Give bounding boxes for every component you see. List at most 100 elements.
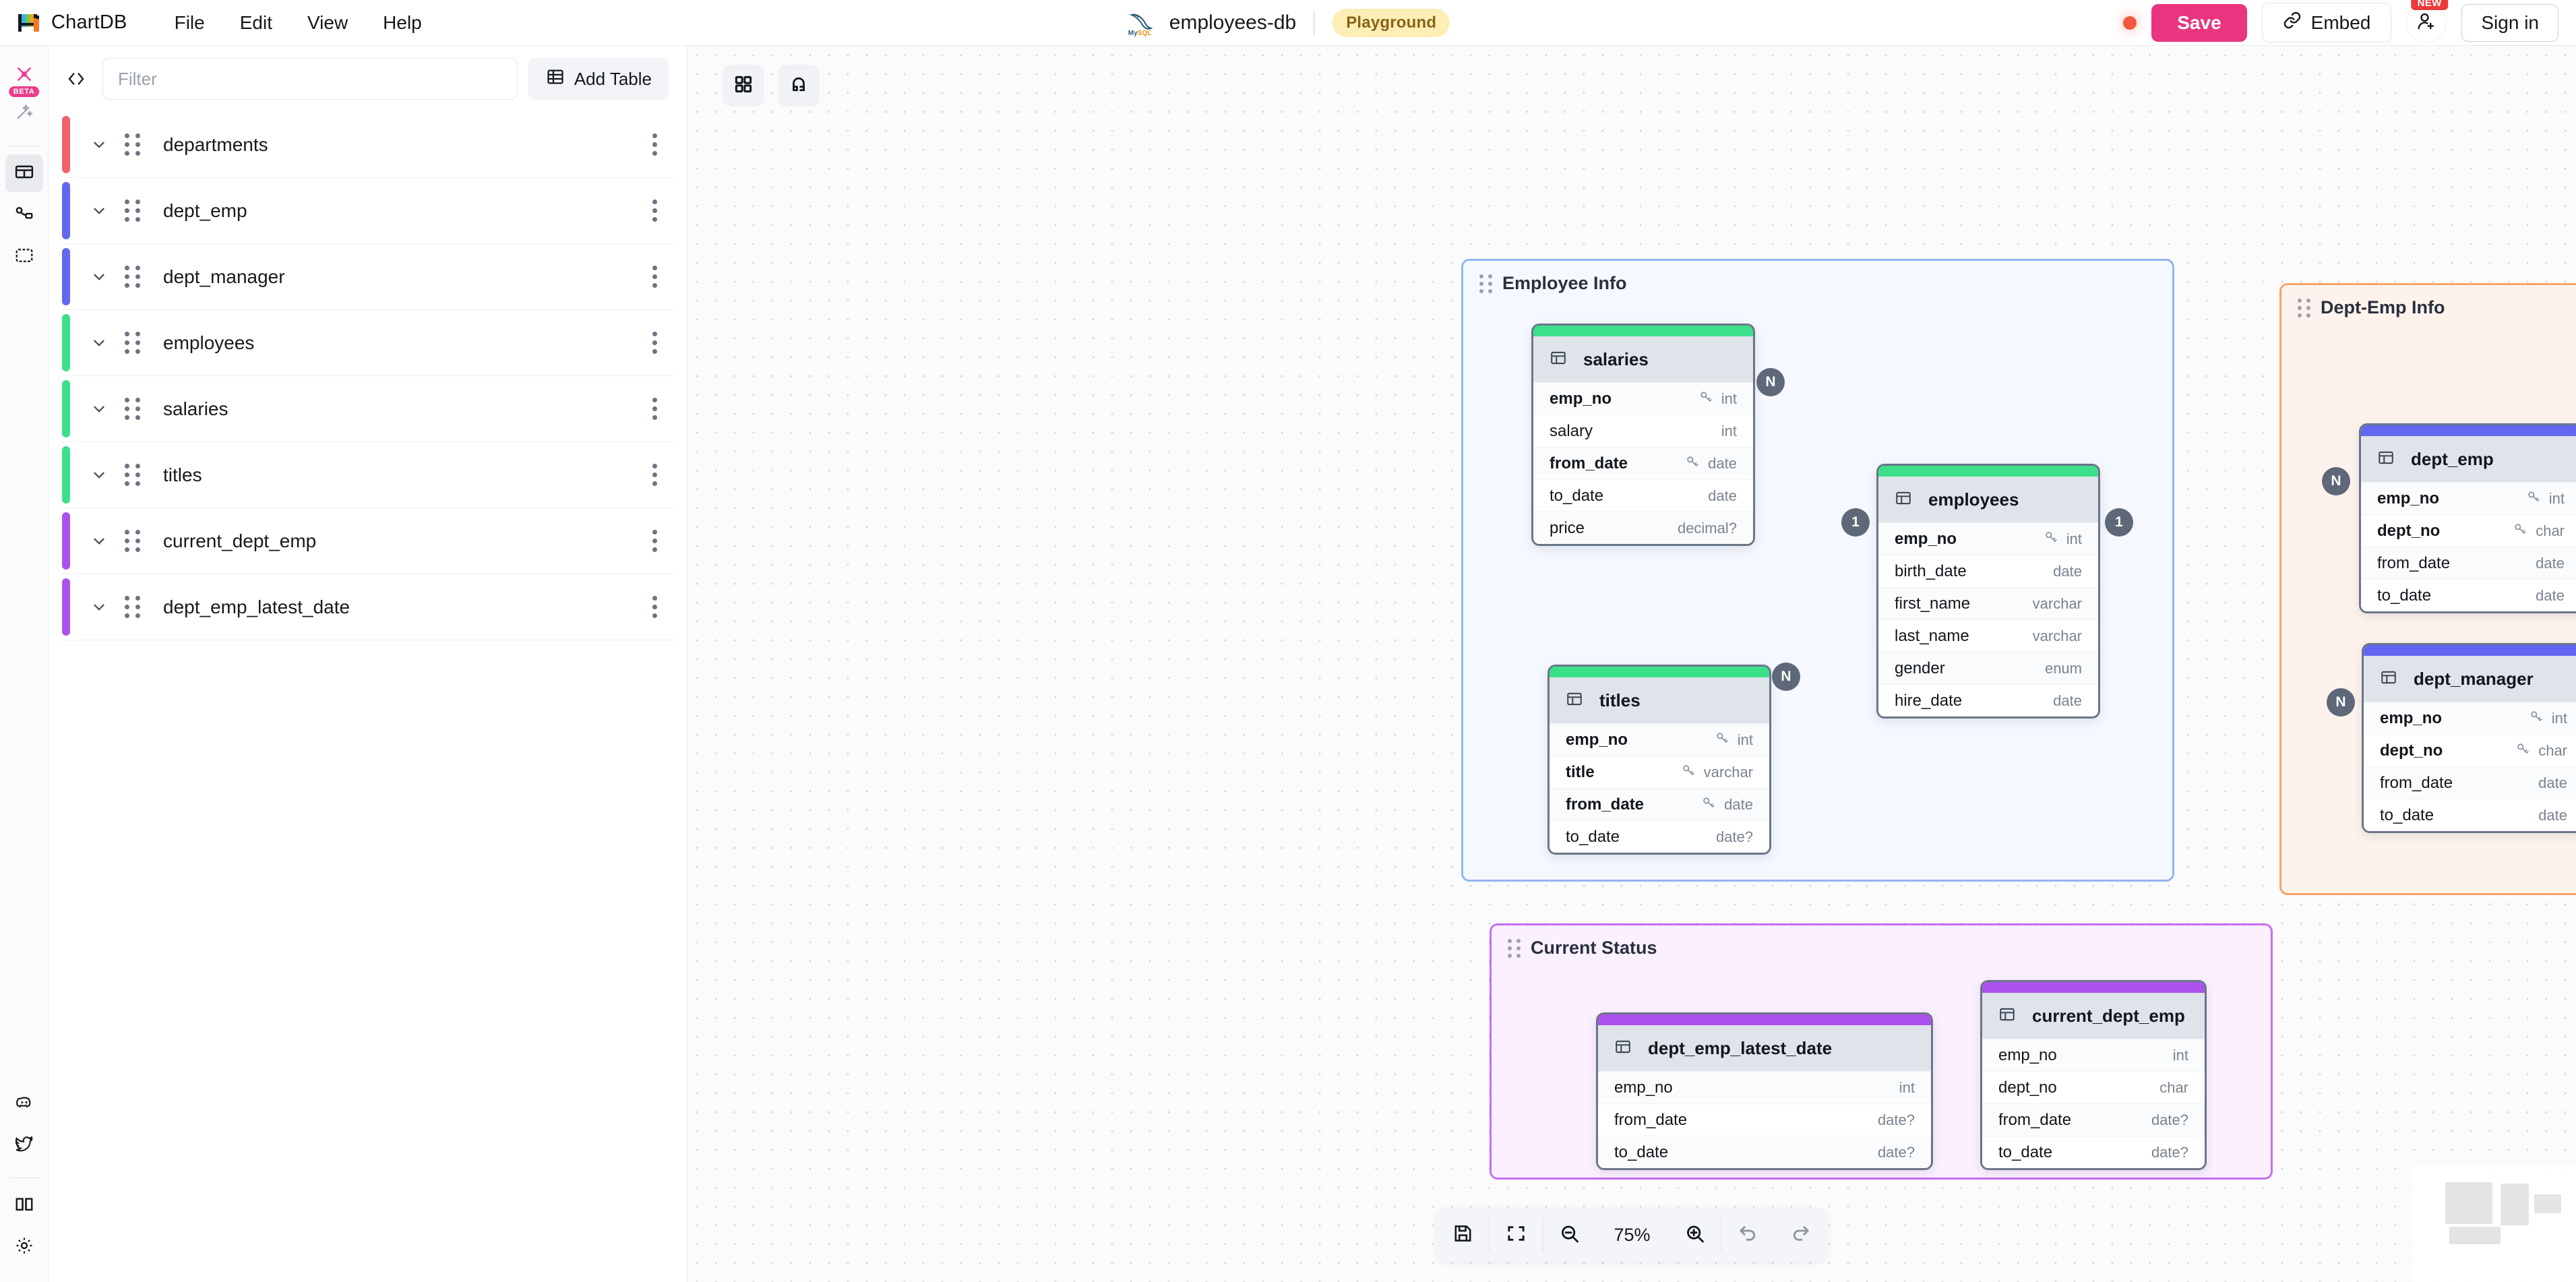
drag-handle-icon[interactable] (121, 398, 144, 420)
sign-in-button[interactable]: Sign in (2461, 3, 2558, 42)
collapse-sidebar-button[interactable] (61, 63, 92, 94)
menu-file[interactable]: File (174, 11, 205, 33)
toggle-grid-button[interactable] (723, 65, 764, 106)
sidebar-item-magic-wand-sub[interactable] (5, 94, 43, 132)
drag-handle-icon[interactable] (1508, 938, 1521, 958)
table-header[interactable]: employees (1878, 477, 2098, 522)
more-options-icon[interactable] (641, 200, 668, 222)
save-diagram-button[interactable] (1437, 1208, 1490, 1262)
minimap[interactable] (2413, 1166, 2576, 1282)
chevron-down-icon[interactable] (86, 136, 112, 154)
more-options-icon[interactable] (641, 596, 668, 618)
undo-button[interactable] (1722, 1208, 1775, 1262)
sidebar-item-magic-wand-ai[interactable]: BETA (5, 57, 43, 97)
sidebar-item-tables[interactable] (5, 154, 43, 192)
avatar[interactable]: NEW (2406, 0, 2448, 42)
drag-handle-icon[interactable] (2298, 298, 2311, 317)
more-options-icon[interactable] (641, 464, 668, 486)
sidebar-item-twitter[interactable] (5, 1126, 43, 1164)
chevron-down-icon[interactable] (86, 334, 112, 352)
sidebar-item-discord[interactable] (5, 1085, 43, 1122)
chevron-down-icon[interactable] (86, 400, 112, 418)
table-header[interactable]: salaries (1533, 336, 1753, 382)
page-title[interactable]: employees-db (1169, 11, 1297, 34)
chevron-down-icon[interactable] (86, 532, 112, 550)
zoom-in-button[interactable] (1669, 1208, 1721, 1262)
list-item[interactable]: dept_manager (62, 244, 675, 310)
drag-handle-icon[interactable] (121, 332, 144, 354)
sidebar-item-settings[interactable] (5, 1228, 43, 1266)
menu-help[interactable]: Help (383, 11, 422, 33)
table-header[interactable]: dept_emp (2361, 436, 2576, 482)
chevron-down-icon[interactable] (86, 202, 112, 220)
embed-button[interactable]: Embed (2261, 3, 2392, 42)
list-item[interactable]: departments (62, 112, 675, 178)
more-options-icon[interactable] (641, 332, 668, 354)
drag-handle-icon[interactable] (1479, 274, 1493, 293)
list-item[interactable]: dept_emp (62, 178, 675, 244)
sidebar-item-areas[interactable] (5, 238, 43, 276)
sidebar-item-docs[interactable] (5, 1186, 43, 1224)
menu-edit[interactable]: Edit (239, 11, 272, 33)
list-item[interactable]: current_dept_emp (62, 508, 675, 574)
fit-to-screen-button[interactable] (1490, 1208, 1543, 1262)
drag-handle-icon[interactable] (121, 530, 144, 552)
drag-handle-icon[interactable] (121, 200, 144, 222)
drag-handle-icon[interactable] (121, 596, 144, 618)
table-header[interactable]: dept_manager (2364, 656, 2576, 702)
drag-handle-icon[interactable] (121, 133, 144, 156)
more-options-icon[interactable] (641, 266, 668, 288)
sidebar-item-relationships[interactable] (5, 196, 43, 234)
add-table-button[interactable]: Add Table (528, 58, 669, 100)
table-header[interactable]: titles (1550, 677, 1769, 723)
table-header[interactable]: dept_emp_latest_date (1598, 1025, 1931, 1071)
list-item[interactable]: salaries (62, 376, 675, 442)
menu-view[interactable]: View (307, 11, 348, 33)
chevron-down-icon[interactable] (86, 599, 112, 616)
save-button[interactable]: Save (2151, 3, 2247, 42)
more-options-icon[interactable] (641, 530, 668, 552)
more-options-icon[interactable] (641, 398, 668, 420)
zoom-out-button[interactable] (1543, 1208, 1596, 1262)
table-header[interactable]: current_dept_emp (1982, 993, 2205, 1039)
chevron-down-icon[interactable] (86, 268, 112, 286)
list-item[interactable]: dept_emp_latest_date (62, 574, 675, 640)
list-item[interactable]: titles (62, 442, 675, 508)
zoom-level[interactable]: 75% (1614, 1224, 1651, 1245)
redo-button[interactable] (1775, 1208, 1827, 1262)
